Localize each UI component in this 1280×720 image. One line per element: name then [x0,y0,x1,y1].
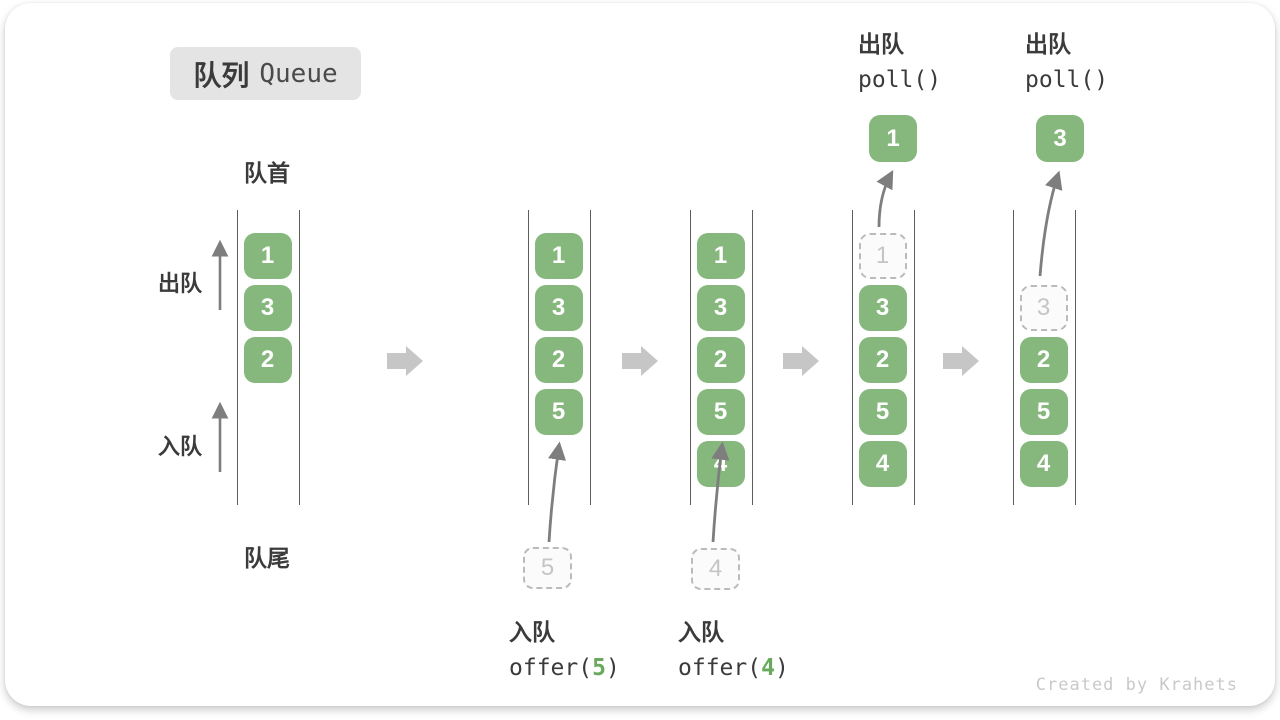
operation-code: poll() [1025,65,1108,95]
code-text: ) [605,655,620,681]
polled-item-box: 3 [1036,115,1084,162]
queue-item-box-dashed: 1 [858,233,907,279]
queue-item-box: 5 [534,389,583,435]
op-poll-3: 出队 poll() [1025,30,1108,95]
queue-item-box: 3 [243,285,292,331]
title-badge: 队列 Queue [170,47,361,100]
op-poll-1: 出队 poll() [858,30,941,95]
operation-code: poll() [858,65,941,95]
queue-item-box: 5 [1019,389,1068,435]
code-text: offer( [509,655,593,681]
queue-item-box: 1 [696,233,745,279]
pending-item-box: 4 [691,548,740,590]
queue-item-box: 1 [243,233,292,279]
queue-item-box: 4 [858,441,907,487]
queue-item-box: 4 [696,441,745,487]
queue-wall-line [689,210,691,505]
queue-item-box: 1 [534,233,583,279]
queue-wall-line [589,210,591,505]
queue-wall-line [1012,210,1014,505]
queue-item-box: 3 [696,285,745,331]
polled-item-box: 1 [869,115,917,162]
operation-label: 出队 [1025,31,1071,57]
queue-item-box: 5 [858,389,907,435]
queue-rear-label: 队尾 [244,545,290,571]
operation-code: offer(4) [678,653,789,683]
queue-item-box: 3 [858,285,907,331]
queue-wall-line [1074,210,1076,505]
queue-wall-line [851,210,853,505]
code-text: offer( [678,655,762,681]
operation-label: 入队 [509,619,555,645]
operation-label: 入队 [678,619,724,645]
queue-wall-line [236,210,238,505]
queue-wall-line [751,210,753,505]
title-chinese: 队列 [193,59,250,91]
code-text: poll() [1025,67,1109,93]
diagram-card [5,3,1275,706]
code-text: poll() [858,67,942,93]
watermark: Created by Krahets [1035,675,1238,695]
queue-item-box: 4 [1019,441,1068,487]
queue-wall-line [298,210,300,505]
queue-front-label: 队首 [244,160,290,186]
pending-item-box: 5 [523,547,572,589]
queue-item-box-dashed: 3 [1019,285,1068,331]
queue-wall-line [913,210,915,505]
operation-code: offer(5) [509,653,620,683]
queue-wall-line [527,210,529,505]
code-argument: 5 [592,655,606,681]
dequeue-side-label: 出队 [158,271,203,296]
enqueue-side-label: 入队 [158,434,203,459]
operation-label: 出队 [858,31,904,57]
code-text: ) [774,655,789,681]
op-offer-4: 入队 offer(4) [678,618,789,683]
op-offer-5: 入队 offer(5) [509,618,620,683]
queue-item-box: 2 [243,337,292,383]
title-english: Queue [259,58,338,89]
queue-item-box: 2 [696,337,745,383]
queue-item-box: 2 [1019,337,1068,383]
queue-item-box: 2 [858,337,907,383]
queue-item-box: 5 [696,389,745,435]
code-argument: 4 [761,655,775,681]
queue-item-box: 2 [534,337,583,383]
queue-item-box: 3 [534,285,583,331]
